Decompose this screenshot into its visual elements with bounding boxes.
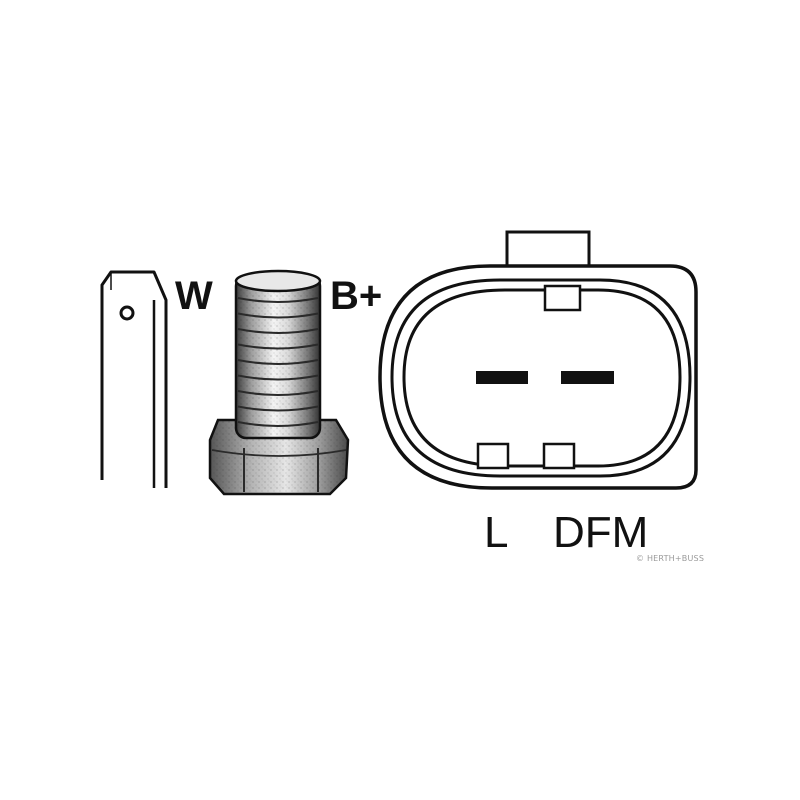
w-terminal-tab — [100, 270, 168, 488]
thread-ridge — [237, 297, 319, 303]
b-plus-terminal-label: B+ — [330, 274, 383, 318]
w-terminal-label: W — [175, 274, 213, 318]
l-pin-label: L — [484, 508, 509, 557]
thread-ridge — [237, 359, 319, 365]
dfm-contact-pin — [561, 371, 614, 384]
l-contact-pin — [476, 371, 528, 384]
brand-watermark: © HERTH+BUSS — [636, 554, 705, 563]
thread-ridge — [237, 374, 319, 381]
thread-ridge — [237, 405, 319, 412]
plug-socket — [402, 288, 682, 468]
thread-ridge — [237, 343, 319, 350]
thread-ridge — [237, 312, 319, 319]
dfm-pin-label: DFM — [553, 508, 649, 557]
l-guide-slot — [476, 442, 510, 470]
thread-ridge — [237, 390, 319, 396]
b-plus-stud — [208, 269, 350, 496]
dfm-guide-slot — [542, 442, 576, 470]
key-notch — [543, 284, 582, 312]
tab-hole — [119, 305, 135, 321]
thread-ridge — [237, 421, 319, 427]
thread-ridge — [237, 328, 319, 334]
plug-connector — [378, 230, 698, 490]
